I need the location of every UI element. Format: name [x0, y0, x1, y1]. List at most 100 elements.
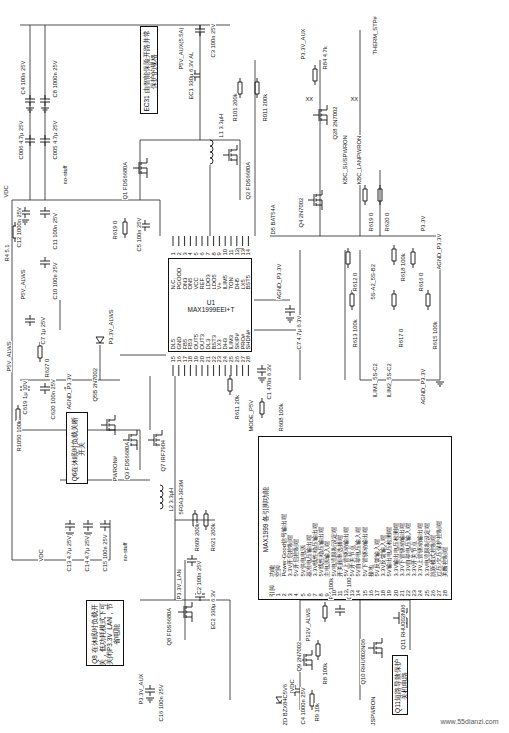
part-label: C12 1000n 25V: [16, 207, 22, 248]
table-cell: 22: [405, 590, 411, 597]
table-cell: 12: [343, 590, 349, 597]
part-label: Q9 2N7002: [296, 641, 302, 672]
part-label: R4 5.1: [4, 244, 10, 262]
table-cell: 空脚: [275, 564, 281, 577]
callout-box: Q6在休眠时负载关断开关: [66, 412, 88, 484]
table-cell: 3.3V下管驱动输出端: [399, 522, 405, 577]
pin-name: SHDN#: [245, 329, 251, 350]
table-cell: 基准电压输出端: [306, 534, 312, 577]
table-cell: 16: [368, 590, 374, 597]
signal-name: AGND_P3.3V: [276, 263, 282, 300]
part-label: C4 1000n 25V: [300, 687, 306, 725]
part-label: R611 20k: [234, 395, 240, 420]
part-label: EC2 330μ 6.3V: [210, 590, 216, 630]
text-region: U1MAX1999EEI+T: [171, 293, 251, 319]
node-title: EC31 由智能保险开路并常保护的规格: [143, 28, 158, 114]
table-cell: 20: [393, 590, 399, 597]
table-cell: 过压/欠压保护控制端: [436, 520, 442, 577]
signal-name: P5V_AUX(5.5A): [178, 27, 184, 70]
part-label: Q5B 2N7002: [92, 367, 98, 402]
part-label: C13 4.7μ 25V: [66, 535, 72, 572]
node-text: MAX1999EEI+T: [188, 306, 235, 313]
part-label: C005 4.7μ 25V: [52, 120, 58, 160]
part-label: C15 100n 25V: [102, 534, 108, 572]
part-label: R608 100k: [278, 403, 284, 432]
part-label: EC1 330μ 6.3V AL: [188, 51, 194, 100]
signal-name: KBC_LANPWRON: [356, 135, 362, 185]
signal-name: XX: [350, 96, 359, 102]
table-cell: 1: [275, 593, 281, 597]
table-cell: 5V电流限制设定端: [331, 527, 337, 577]
part-label: C620 100n 25V: [50, 379, 56, 420]
callout-box: Q8 在休眠时负载开关，低功耗模式下可关闭P3.3V_LAN，节省电能: [86, 600, 124, 666]
table-cell: 24: [417, 590, 423, 597]
part-label: C5 100n 25V: [136, 217, 142, 252]
node-title: U1: [207, 299, 215, 306]
table-cell: 11: [337, 590, 343, 597]
pin-name: GND: [176, 336, 182, 350]
part-label: D5 BAT54A: [270, 204, 276, 235]
wires: [12, 25, 440, 710]
part-label: C3 100n 25V: [210, 23, 216, 58]
text-region: Q6在休眠时负载关断开关: [68, 414, 88, 484]
callout-box: EC31 由智能保险开路并常保护的规格: [140, 26, 158, 114]
signal-name: P3.3V_ALWS: [108, 309, 114, 345]
table-cell: 跳跃模式控制端: [430, 534, 436, 577]
part-label: C7 4.7μ 6.3V: [296, 315, 302, 350]
table-cell: 6: [306, 593, 312, 597]
table-cell: 9: [324, 593, 330, 597]
node-title: Q8 在休眠时负载开关，低功耗模式下可关闭P3.3V_LAN，节省电能: [91, 602, 121, 666]
part-label: L1 3.3μH: [218, 113, 224, 138]
table-cell: 14: [355, 590, 361, 597]
table-cell: 21: [399, 590, 405, 597]
part-label: R613 100k: [352, 319, 358, 348]
signal-name: P5V_ALWS: [20, 269, 26, 300]
pin-number: 7: [205, 252, 211, 256]
table-cell: 3.3V自举电压输入端: [405, 522, 411, 577]
pin-name: DL3: [205, 338, 211, 350]
text-region: Q11短路导致保护关机电路: [394, 657, 408, 715]
part-label: R84 4.7k: [322, 46, 328, 70]
signal-name: MODE_P5V: [248, 399, 254, 432]
part-label: P3.3V: [420, 215, 426, 232]
table-cell: 3.3V上管驱动输出端: [417, 522, 423, 577]
pin-number: 28: [245, 356, 251, 363]
part-label: C4 100n 25V: [20, 60, 26, 95]
table-cell: 5V上管驱动输出端: [343, 527, 349, 577]
part-label: L2 3.3μH: [168, 487, 174, 512]
signal-name: P3.3V_AUX: [300, 28, 306, 60]
part-label: R617 0: [398, 328, 404, 348]
wire-net: [12, 25, 440, 710]
part-label: C14 4.7μ 25V: [84, 535, 90, 572]
signal-name: P3.3V_LAN: [176, 569, 182, 600]
pin-name: SKIP#: [234, 333, 240, 350]
signal-name: PWRON#: [112, 456, 118, 482]
signal-name: VDC: [289, 679, 295, 692]
part-label: C006 4.7μ 25V: [18, 120, 24, 160]
part-label: C11 100n 25V: [52, 212, 58, 250]
part-label: R619 0: [368, 212, 374, 232]
part-label: R616 0: [418, 272, 424, 292]
part-label: R1050 100k: [16, 420, 22, 452]
table-cell: 5: [300, 593, 306, 597]
pin-number: 16: [176, 356, 182, 363]
table-cell: 27: [436, 590, 442, 597]
watermark: www.55dianzi.com: [440, 718, 499, 726]
table-cell: 3.3V线性稳压输出端: [312, 522, 318, 577]
pin-number: 2: [176, 252, 182, 256]
table-cell: 19: [386, 590, 392, 597]
part-label: R620 0: [384, 212, 390, 232]
node-title: MAX1999 各引脚功能: [261, 486, 268, 551]
pin-name: LDO3: [205, 274, 211, 290]
table-cell: 7: [312, 593, 318, 597]
signal-name: KBC_SUSPWRON: [342, 135, 348, 185]
table-cell: 引脚: [269, 584, 275, 597]
signal-name: XX: [305, 96, 314, 102]
part-label: R615 100k: [432, 321, 438, 350]
part-label: C8 1000n 25V: [52, 60, 58, 98]
signal-name: VDC: [38, 549, 44, 562]
table-cell: 25: [424, 590, 430, 597]
part-label: Q11 RHU002N06: [400, 604, 406, 650]
table-cell: 5V输出电压检测端: [386, 527, 392, 577]
